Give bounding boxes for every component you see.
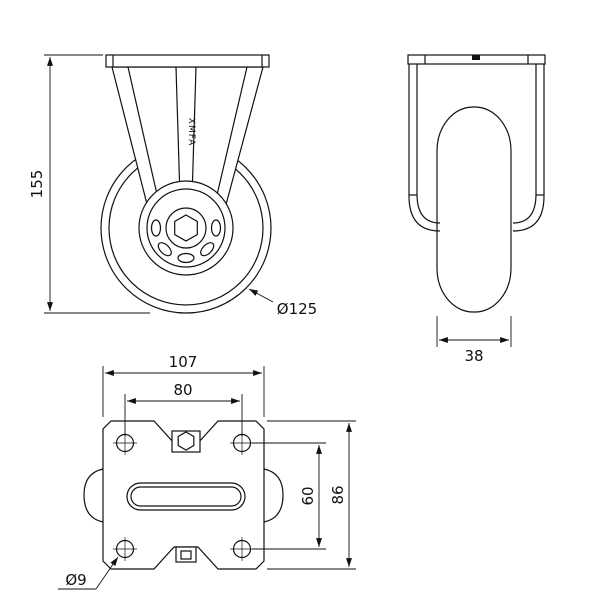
plate-bolt-mark (472, 55, 480, 60)
fork-side-left-outer (408, 64, 441, 232)
dim-plate-width: 107 (169, 353, 198, 371)
plate-slot-outer (126, 482, 246, 511)
plan-view (83, 420, 284, 570)
center-insert-bottom (180, 550, 192, 560)
fork-bend-left (127, 66, 162, 213)
mounting-plate-front (105, 54, 270, 68)
front-view: XMFA (100, 54, 272, 314)
fork-side-right-outer (512, 64, 545, 232)
hole-center-marks (113, 431, 254, 561)
wheel-hub (138, 180, 234, 276)
wheel-cap-left (83, 468, 104, 523)
center-hex-top (177, 431, 195, 451)
dim-bolt-hole-diameter: Ø9 (65, 571, 86, 589)
axle-hex-nut (174, 214, 198, 242)
dim-plate-height: 86 (329, 485, 347, 504)
leader-wheel-diameter (248, 288, 274, 303)
leader-hole-diameter (95, 556, 119, 590)
fork-side-right-inner (512, 64, 537, 224)
brand-logo: XMFA (186, 118, 196, 146)
bolt-holes (113, 431, 254, 561)
dim-overall-height: 155 (28, 170, 46, 199)
dim-bolt-spacing-height: 60 (299, 486, 317, 505)
side-view-dimensions: 38 (436, 316, 512, 365)
wheel-side-profile (436, 106, 512, 313)
side-view (407, 54, 546, 313)
fork-rib-left (175, 66, 181, 199)
plate-slot-inner (130, 486, 242, 507)
dim-wheel-width: 38 (464, 347, 483, 365)
center-fitting-top (171, 430, 201, 453)
dim-bolt-spacing-width: 80 (173, 381, 192, 399)
center-fitting-bottom (175, 546, 197, 563)
wheel-cap-right (263, 468, 284, 523)
fork-bend-right (212, 66, 248, 213)
fork-rib-right (191, 66, 197, 199)
dim-wheel-diameter: Ø125 (277, 300, 317, 318)
fork-side-left-inner (416, 64, 441, 224)
front-view-dimensions: 155 Ø125 (28, 54, 317, 318)
plan-view-dimensions: 107 80 60 86 Ø9 (58, 353, 356, 590)
